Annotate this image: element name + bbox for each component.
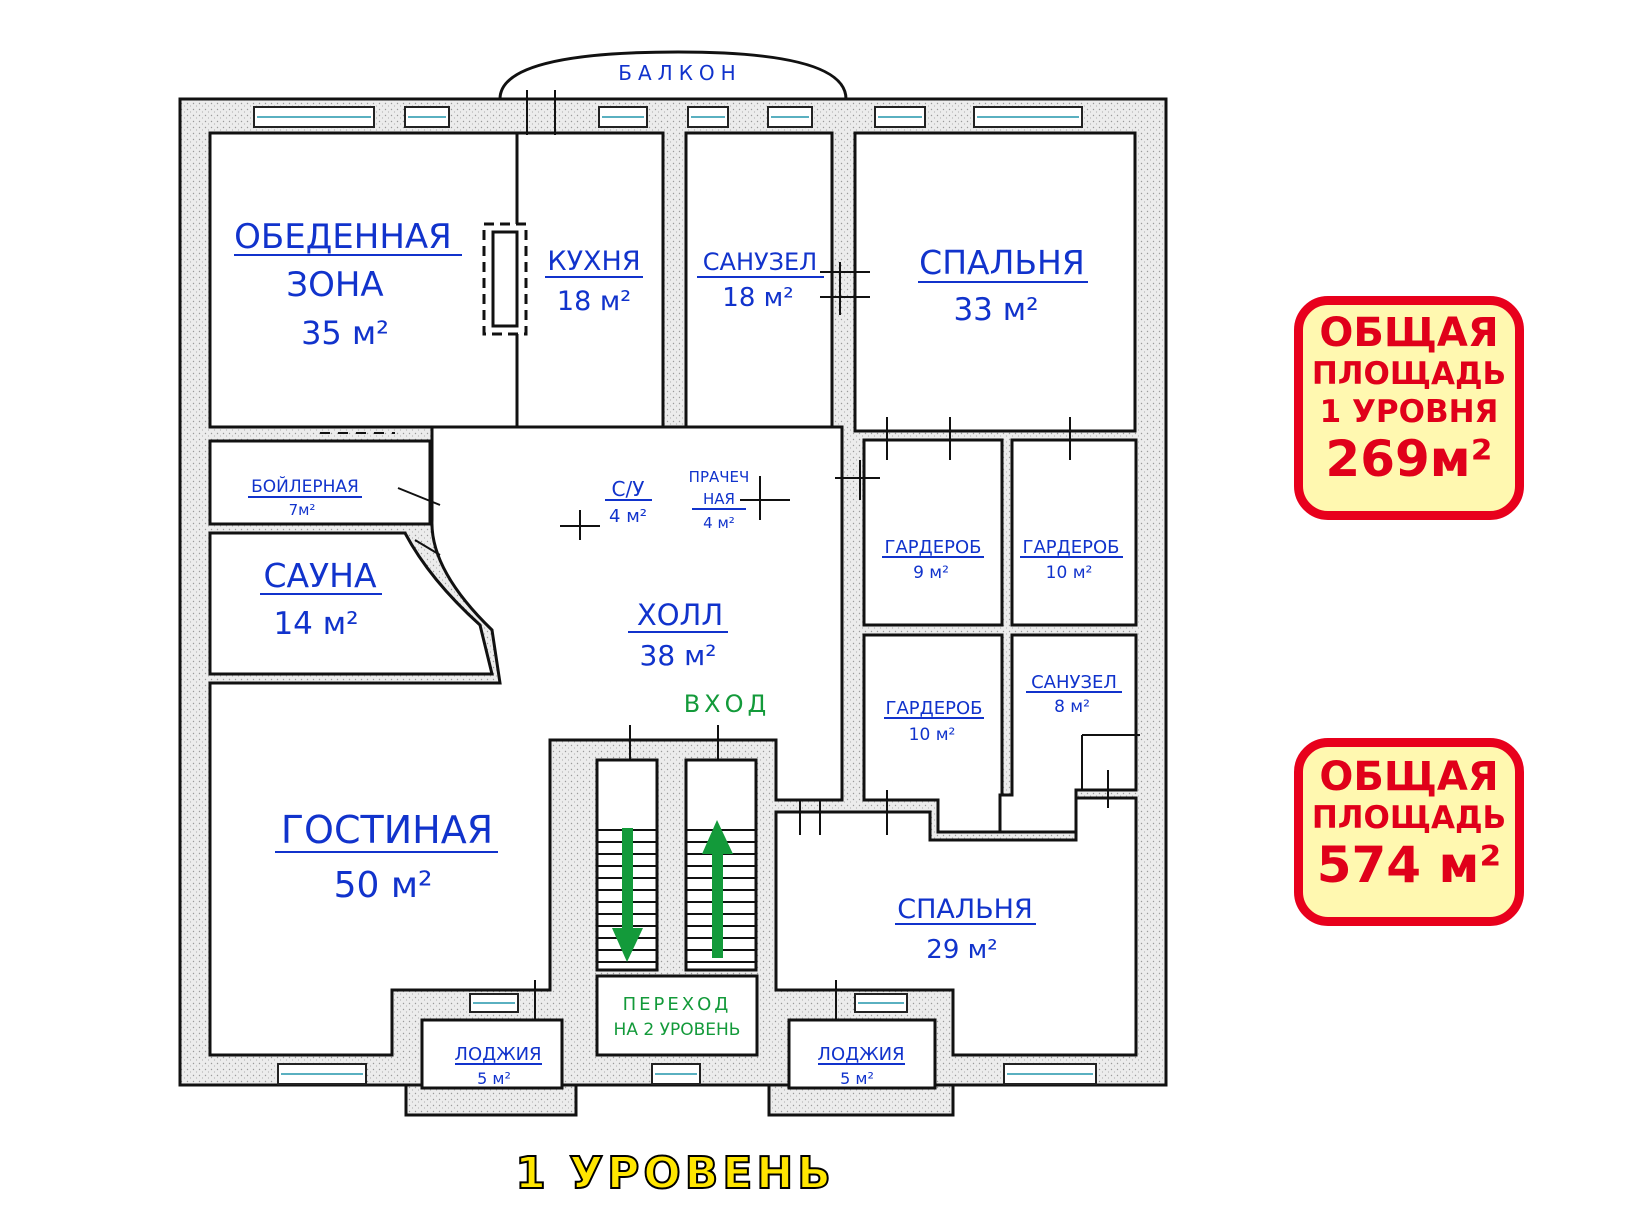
dining-name1: ОБЕДЕННАЯ (234, 217, 452, 257)
bath2-name: САНУЗЕЛ (1031, 672, 1117, 693)
transition-line2: НА 2 УРОВЕНЬ (614, 1020, 741, 1040)
dining-area: 35 м² (301, 314, 389, 352)
loggia1-area: 5 м² (477, 1069, 511, 1088)
living-area: 50 м² (334, 865, 433, 906)
room-bedroom2 (774, 796, 1138, 1057)
room-loggia2 (787, 1018, 937, 1090)
level-area-line2: ПЛОЩАДЬ (1311, 356, 1507, 392)
laundry-name1: ПРАЧЕЧ (689, 468, 750, 486)
bedroom2-area: 29 м² (926, 935, 997, 965)
stair-arrows (612, 820, 733, 962)
wardrobe1-area: 9 м² (913, 563, 949, 583)
kitchen-area: 18 м² (557, 286, 631, 317)
loggia-right-wall (767, 1083, 955, 1117)
fireplace-inner (491, 230, 519, 328)
total-area-value: 574 м² (1316, 836, 1502, 894)
total-area-badge: ОБЩАЯ ПЛОЩАДЬ 574 м² (1294, 738, 1524, 926)
loggia2-name: ЛОДЖИЯ (817, 1044, 904, 1065)
door-marks (320, 90, 1140, 1020)
level-area-badge: ОБЩАЯ ПЛОЩАДЬ 1 УРОВНЯ 269м² (1294, 296, 1524, 520)
wardrobe3-area: 10 м² (909, 725, 956, 745)
level-title: 1 УРОВЕНЬ (514, 1147, 835, 1200)
wc-name: С/У (612, 477, 645, 501)
laundry-name2: НАЯ (703, 490, 735, 508)
room-kitchen (515, 131, 665, 429)
balcony-outline (498, 50, 848, 100)
wardrobe1-name: ГАРДЕРОБ (885, 537, 982, 558)
hall-area: 38 м² (640, 639, 717, 672)
bath1-area: 18 м² (722, 283, 793, 313)
wc-area: 4 м² (609, 506, 647, 527)
wardrobe2-name: ГАРДЕРОБ (1023, 537, 1120, 558)
level-area-value: 269м² (1325, 430, 1493, 488)
level-area-line1: ОБЩАЯ (1319, 310, 1499, 356)
bath1-name: САНУЗЕЛ (703, 248, 817, 276)
room-bath1 (684, 131, 834, 429)
bedroom1-area: 33 м² (953, 292, 1038, 328)
sauna-name: САУНА (263, 556, 377, 595)
room-wardrobe3 (862, 633, 1004, 834)
windows (253, 106, 1097, 1085)
level-area-line3: 1 УРОВНЯ (1319, 394, 1499, 430)
room-sauna (208, 531, 494, 676)
room-hall-living (208, 425, 844, 1057)
living-name: ГОСТИНАЯ (281, 808, 493, 852)
wardrobe2-area: 10 м² (1046, 563, 1093, 583)
loggia-left-wall (404, 1083, 578, 1117)
room-wardrobe1 (862, 438, 1004, 627)
bedroom2-name: СПАЛЬНЯ (897, 894, 1033, 925)
sauna-area: 14 м² (273, 606, 358, 642)
stair-landing (595, 974, 759, 1057)
hall-name: ХОЛЛ (637, 598, 723, 632)
wardrobe3-name: ГАРДЕРОБ (886, 698, 983, 719)
total-area-line1: ОБЩАЯ (1319, 754, 1499, 800)
laundry-area: 4 м² (703, 514, 735, 532)
entrance-label: ВХОД (684, 690, 771, 718)
transition-line1: ПЕРЕХОД (623, 994, 732, 1015)
bath2-area: 8 м² (1054, 697, 1090, 717)
bedroom1-name: СПАЛЬНЯ (919, 243, 1085, 282)
total-area-line2: ПЛОЩАДЬ (1311, 800, 1507, 836)
boiler-area: 7м² (289, 501, 316, 519)
dining-name2: ЗОНА (286, 265, 383, 305)
loggia2-area: 5 м² (840, 1069, 874, 1088)
room-wardrobe2 (1010, 438, 1138, 627)
room-loggia1 (420, 1018, 564, 1090)
room-boiler (208, 439, 432, 526)
boiler-name: БОЙЛЕРНАЯ (251, 475, 359, 497)
kitchen-name: КУХНЯ (547, 246, 640, 277)
balcony-label: БАЛКОН (618, 61, 741, 85)
loggia1-name: ЛОДЖИЯ (454, 1044, 541, 1065)
